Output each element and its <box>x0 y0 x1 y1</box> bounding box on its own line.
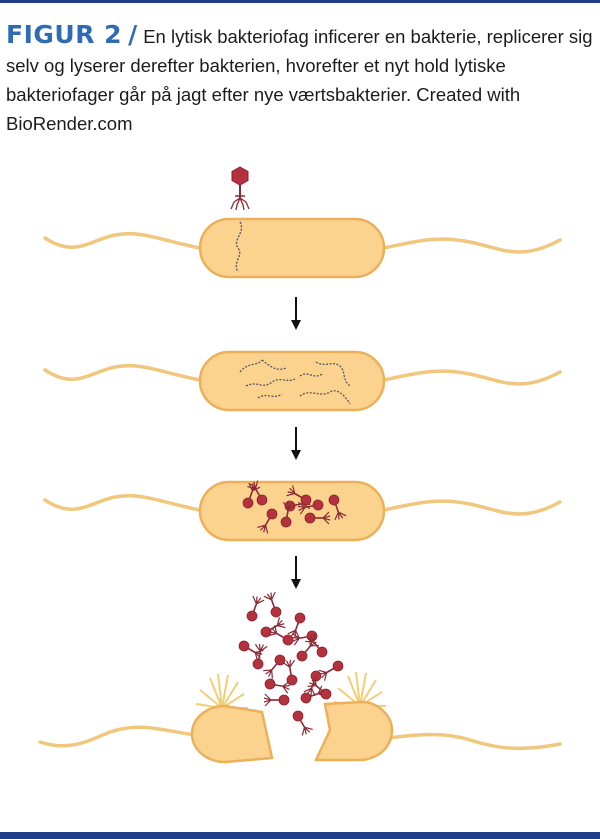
step-assembly <box>43 478 562 542</box>
lysed-cell-right <box>314 700 394 762</box>
arrowhead-3 <box>291 579 301 589</box>
arrowhead-2 <box>291 450 301 460</box>
flagellum-left <box>38 725 197 748</box>
flagellum-left <box>43 231 202 250</box>
top-rule <box>0 0 600 3</box>
figure-label: FIGUR 2 <box>6 20 123 49</box>
lysed-cell-left <box>190 704 274 764</box>
replicated-dna <box>239 359 351 405</box>
caption-text: En lytisk bakteriofag inficerer en bakte… <box>6 26 593 134</box>
step-lysis <box>38 590 562 764</box>
bacterium-cell <box>198 217 386 279</box>
flagellum-right <box>382 237 562 254</box>
flagellum-right <box>382 369 562 386</box>
arrowhead-1 <box>291 320 301 330</box>
lytic-cycle-diagram <box>38 166 562 764</box>
phage-dna <box>235 221 243 273</box>
caption-separator: / <box>128 20 138 49</box>
flagellum-left <box>43 363 202 382</box>
flagellum-left <box>43 493 202 512</box>
flagellum-right <box>382 499 562 516</box>
bacterium-cell <box>198 350 386 412</box>
step-infection <box>43 166 562 279</box>
burst-spikes-left <box>195 673 249 709</box>
step-replication <box>43 350 562 412</box>
bottom-rule <box>0 832 600 839</box>
phage-icon <box>230 166 250 211</box>
flagellum-right <box>386 732 562 751</box>
figure-caption: FIGUR 2/En lytisk bakteriofag inficerer … <box>6 20 594 138</box>
